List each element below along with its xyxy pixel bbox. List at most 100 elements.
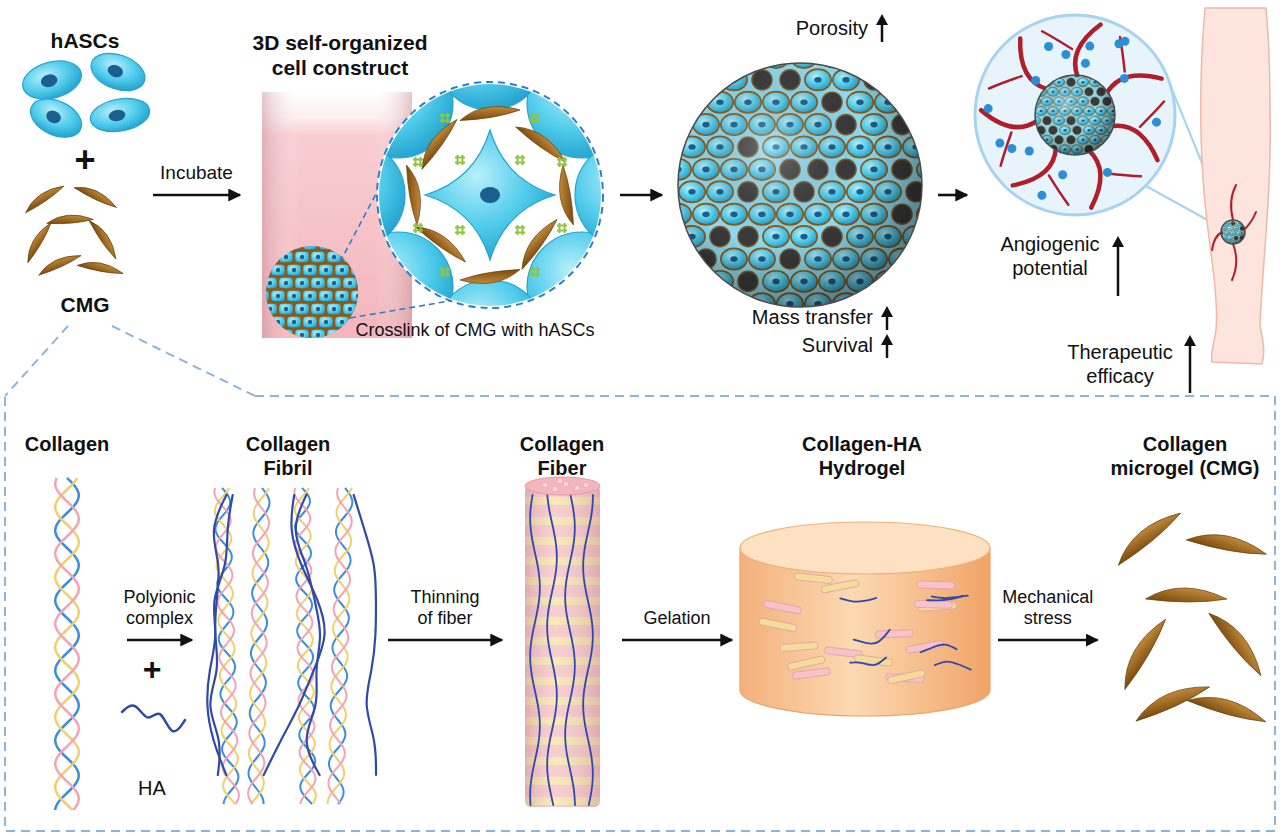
- increase-arrow: [881, 23, 884, 42]
- collagen-fiber-segment: [792, 668, 831, 680]
- cell-body: [327, 277, 342, 289]
- cell-body: [889, 69, 915, 90]
- diagram-stage: Angiogenic potential: [970, 12, 1180, 302]
- cell-nucleus: [356, 268, 360, 272]
- pore: [682, 271, 702, 291]
- cell-nucleus: [480, 187, 500, 203]
- stage-label: Survival: [723, 333, 873, 357]
- stage-label: Collagen microgel (CMG): [1103, 432, 1268, 480]
- pore: [934, 271, 954, 291]
- microgel-fragment: [36, 253, 83, 275]
- cell-body: [875, 47, 901, 68]
- cell-nucleus: [1220, 242, 1222, 243]
- microgel-fragment: [407, 165, 421, 225]
- illustration-layer: [5, 0, 1275, 831]
- cell-nucleus: [1045, 158, 1048, 160]
- cell-body: [735, 47, 761, 68]
- cell-body: [1215, 217, 1221, 222]
- blood-vessel: [1089, 150, 1101, 207]
- cell-nucleus: [1117, 100, 1120, 102]
- collagen-fiber-segment: [887, 669, 926, 684]
- diagram-stage: Collagen microgel (CMG): [1101, 428, 1270, 738]
- hyaluronic-acid-strand: [921, 644, 957, 652]
- inset-frame: [5, 396, 1275, 831]
- cell-nucleus: [646, 301, 653, 307]
- cell-nucleus: [332, 307, 336, 311]
- cell-nucleus: [660, 99, 667, 105]
- pore: [1031, 78, 1040, 87]
- cell-nucleus: [646, 167, 653, 173]
- blood-vessel: [1020, 39, 1047, 90]
- cell-body: [287, 238, 302, 250]
- cell-body: [303, 290, 318, 302]
- cell-nucleus: [1099, 71, 1102, 73]
- pore: [1025, 68, 1034, 77]
- sphere-ground: [1035, 75, 1115, 155]
- cell-nucleus: [660, 55, 667, 61]
- cell-nucleus: [340, 320, 344, 324]
- cell-nucleus: [324, 268, 328, 272]
- cell-nucleus: [268, 255, 272, 259]
- text-holder: Angiogenic potential: [990, 232, 1110, 280]
- cell-nucleus: [324, 242, 328, 246]
- cell-nucleus: [842, 301, 849, 307]
- crosslink-stroke: [557, 225, 567, 227]
- patient-leg: [1201, 8, 1271, 364]
- cell-nucleus: [348, 281, 352, 285]
- cell-nucleus: [1111, 71, 1114, 73]
- collagen-fiber-segment: [906, 640, 945, 654]
- blood-vessel: [1075, 25, 1100, 78]
- blood-vessel: [1013, 148, 1056, 186]
- crosslink-stroke: [413, 164, 423, 166]
- microgel-fragment: [516, 117, 568, 169]
- cell-nucleus: [292, 268, 296, 272]
- blood-vessel: [1106, 75, 1161, 93]
- cell-body: [351, 290, 366, 302]
- process-arrow: [622, 639, 732, 642]
- cell-body: [637, 248, 663, 269]
- cell-nucleus: [1232, 213, 1234, 214]
- cell-body: [1017, 154, 1028, 163]
- cell-nucleus: [284, 255, 288, 259]
- cell-nucleus: [1226, 213, 1228, 214]
- cell-nucleus: [300, 281, 304, 285]
- cell-body: [651, 136, 677, 157]
- pore: [724, 294, 744, 314]
- cell-body: [1212, 221, 1218, 226]
- blood-vessel: [1111, 126, 1157, 160]
- cell-body: [651, 316, 677, 337]
- cell-body: [1218, 212, 1224, 217]
- cell-nucleus: [284, 307, 288, 311]
- cell-nucleus: [1105, 62, 1108, 64]
- cell-nucleus: [1217, 218, 1219, 219]
- stem-cell: [88, 94, 153, 136]
- stage-label: Collagen Fiber: [507, 432, 617, 480]
- cell-body: [1113, 135, 1124, 144]
- cell-nucleus: [39, 73, 58, 90]
- microgel-fragment: [1111, 616, 1177, 689]
- cell-nucleus: [1244, 223, 1246, 224]
- cell-body: [271, 290, 286, 302]
- cell-nucleus: [324, 320, 328, 324]
- cell-body: [18, 55, 85, 105]
- hyaluronic-acid-strand: [935, 662, 971, 670]
- cell-body: [88, 94, 153, 136]
- hyaluronic-acid-strand: [530, 495, 540, 805]
- collagen-fiber-segment: [787, 655, 826, 670]
- text-holder: Survival: [723, 333, 873, 357]
- cell-body: [917, 114, 943, 135]
- free-label: HA: [122, 776, 182, 800]
- cell-nucleus: [480, 339, 500, 355]
- hyaluronic-acid-strand: [840, 598, 876, 602]
- crosslink-stroke: [455, 157, 465, 159]
- cell-body: [1218, 241, 1224, 246]
- cell-nucleus: [284, 333, 288, 337]
- cell-nucleus: [870, 301, 877, 307]
- cell-body: [311, 329, 326, 341]
- cell-body: [271, 264, 286, 276]
- cell-nucleus: [1063, 71, 1066, 73]
- crosslink-stroke: [515, 162, 525, 164]
- cell-body: [24, 91, 87, 145]
- cell-body: [1041, 58, 1052, 67]
